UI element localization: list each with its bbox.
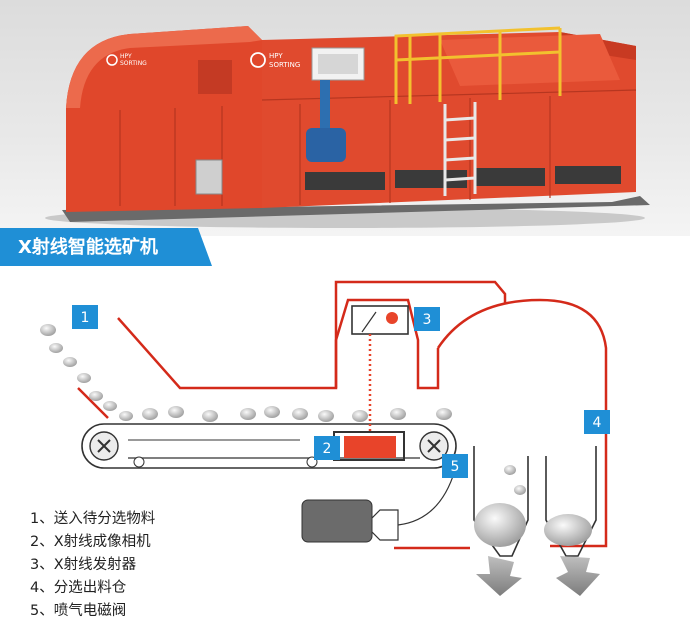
blue-pipe [320,80,330,130]
legend-item: 4、分选出料仓 [30,580,127,596]
xray-camera [333,431,405,461]
brand-logo-2: HPY SORTING [250,52,300,69]
discharge-arrows [476,556,600,596]
callout-5: 5 [442,454,468,478]
legend-list: 1、送入待分选物料 2、X射线成像相机 3、X射线发射器 4、分选出料仓 5、喷… [30,508,155,623]
legend-item: 1、送入待分选物料 [30,511,156,527]
callout-3: 3 [414,307,440,331]
conveyor-belt [81,423,457,469]
machine-photo: HPY SORTING HPY SORTING [0,0,690,236]
svg-text:HPY: HPY [120,53,132,60]
svg-text:1: 1 [81,310,90,326]
svg-text:4: 4 [593,415,602,431]
svg-text:3: 3 [423,312,432,328]
svg-text:2: 2 [323,441,332,457]
callout-1: 1 [72,305,98,329]
ladder [443,102,477,196]
side-vent [198,60,232,94]
page-title: X射线智能选矿机 [18,237,158,258]
sorting-diagram: 1 2 3 4 5 [40,280,610,596]
legend-item: 3、X射线发射器 [30,557,137,573]
material-rocks [40,324,526,495]
svg-text:SORTING: SORTING [269,61,300,69]
callout-2: 2 [314,436,340,460]
svg-text:5: 5 [451,459,460,475]
motor [306,128,346,162]
bin-rocks [474,503,592,547]
legend-item: 5、喷气电磁阀 [30,603,127,619]
title-banner [0,228,212,266]
machine-housing-outline [77,280,608,550]
callout-4: 4 [584,410,610,434]
air-valve [301,469,456,543]
output-bins [473,446,597,557]
xray-emitter [351,305,409,335]
vent-grilles [305,166,621,190]
safety-railing [394,26,562,104]
cable-box [195,159,223,195]
base-rail [62,196,650,222]
brand-logo-1: HPY SORTING [106,53,147,67]
svg-text:SORTING: SORTING [120,60,147,67]
legend-item: 2、X射线成像相机 [30,534,151,550]
svg-text:HPY: HPY [269,52,283,60]
